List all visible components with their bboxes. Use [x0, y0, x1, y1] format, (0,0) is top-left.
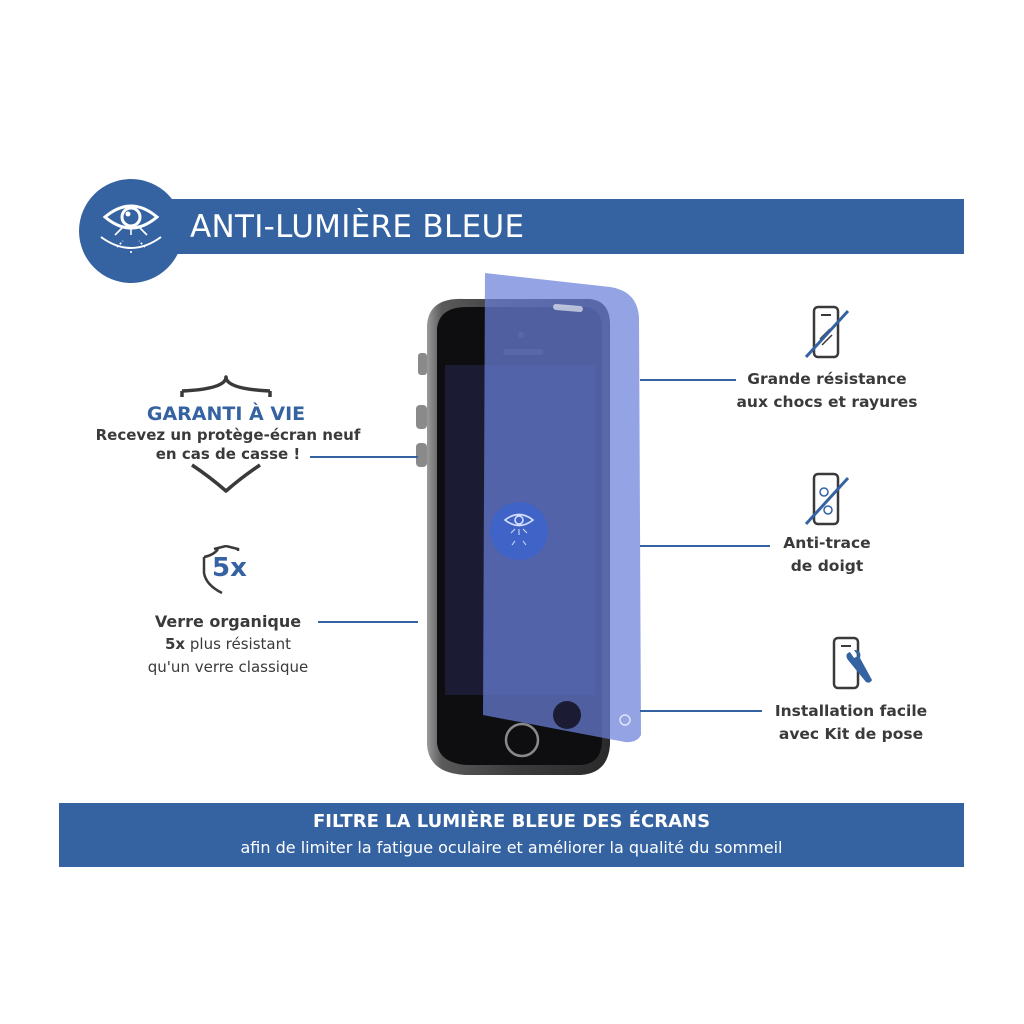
shield-5x-icon	[202, 544, 240, 595]
phone-scratch-icon	[804, 305, 850, 359]
callout-line	[640, 545, 770, 547]
organic-line-2: 5x plus résistant	[128, 633, 328, 656]
phone-side-button	[416, 405, 427, 429]
5x-badge-text: 5x	[212, 553, 247, 583]
guarantee-text: Recevez un protège-écran neuf en cas de …	[78, 426, 378, 464]
phone-side-button	[416, 443, 427, 467]
callout-line	[640, 379, 736, 381]
feature-install-line-2: avec Kit de pose	[778, 725, 924, 743]
callout-line	[318, 621, 418, 623]
shield-outline-icon	[180, 375, 272, 493]
bottom-banner-title: FILTRE LA LUMIÈRE BLEUE DES ÉCRANS	[312, 811, 711, 832]
bottom-banner	[59, 803, 964, 867]
home-button	[504, 722, 540, 758]
eye-icon	[100, 204, 162, 253]
callout-line	[310, 456, 418, 458]
phone-fingerprint-icon	[804, 472, 850, 526]
organic-callout: Verre organique 5x plus résistant qu'un …	[128, 610, 328, 679]
filter-logo-icon	[619, 714, 631, 726]
organic-line-3: qu'un verre classique	[147, 658, 309, 676]
filter-speaker-cutout	[553, 303, 583, 313]
feature-shock-line-1: Grande résistance	[747, 370, 907, 388]
page-title: ANTI-LUMIÈRE BLEUE	[190, 209, 525, 245]
phone-wrench-icon	[832, 636, 872, 690]
feature-shock-line-2: aux chocs et rayures	[736, 393, 918, 411]
phone-illustration	[416, 273, 641, 775]
bottom-banner-subtitle: afin de limiter la fatigue oculaire et a…	[240, 838, 783, 857]
organic-strong: 5x	[165, 635, 186, 653]
eye-badge	[79, 179, 183, 283]
feature-install: Installation facile avec Kit de pose	[751, 700, 951, 746]
phone-side-button	[418, 353, 427, 375]
filter-home-cutout	[553, 701, 581, 729]
callout-line	[640, 710, 762, 712]
5x-badge: 5x	[200, 544, 254, 595]
organic-title: Verre organique	[154, 612, 302, 631]
guarantee-title: GARANTI À VIE	[146, 403, 306, 425]
title-band	[120, 199, 964, 254]
feature-fingerprint-line-1: Anti-trace	[783, 534, 871, 552]
feature-fingerprint-line-2: de doigt	[790, 557, 864, 575]
guarantee-line-1: Recevez un protège-écran neuf	[95, 426, 361, 444]
feature-shock: Grande résistance aux chocs et rayures	[727, 368, 927, 414]
blue-filter-sheet	[483, 273, 641, 743]
guarantee-line-2: en cas de casse !	[155, 445, 301, 463]
feature-install-line-1: Installation facile	[774, 702, 928, 720]
feature-fingerprint: Anti-trace de doigt	[727, 532, 927, 578]
organic-line-2-rest: plus résistant	[185, 635, 291, 653]
